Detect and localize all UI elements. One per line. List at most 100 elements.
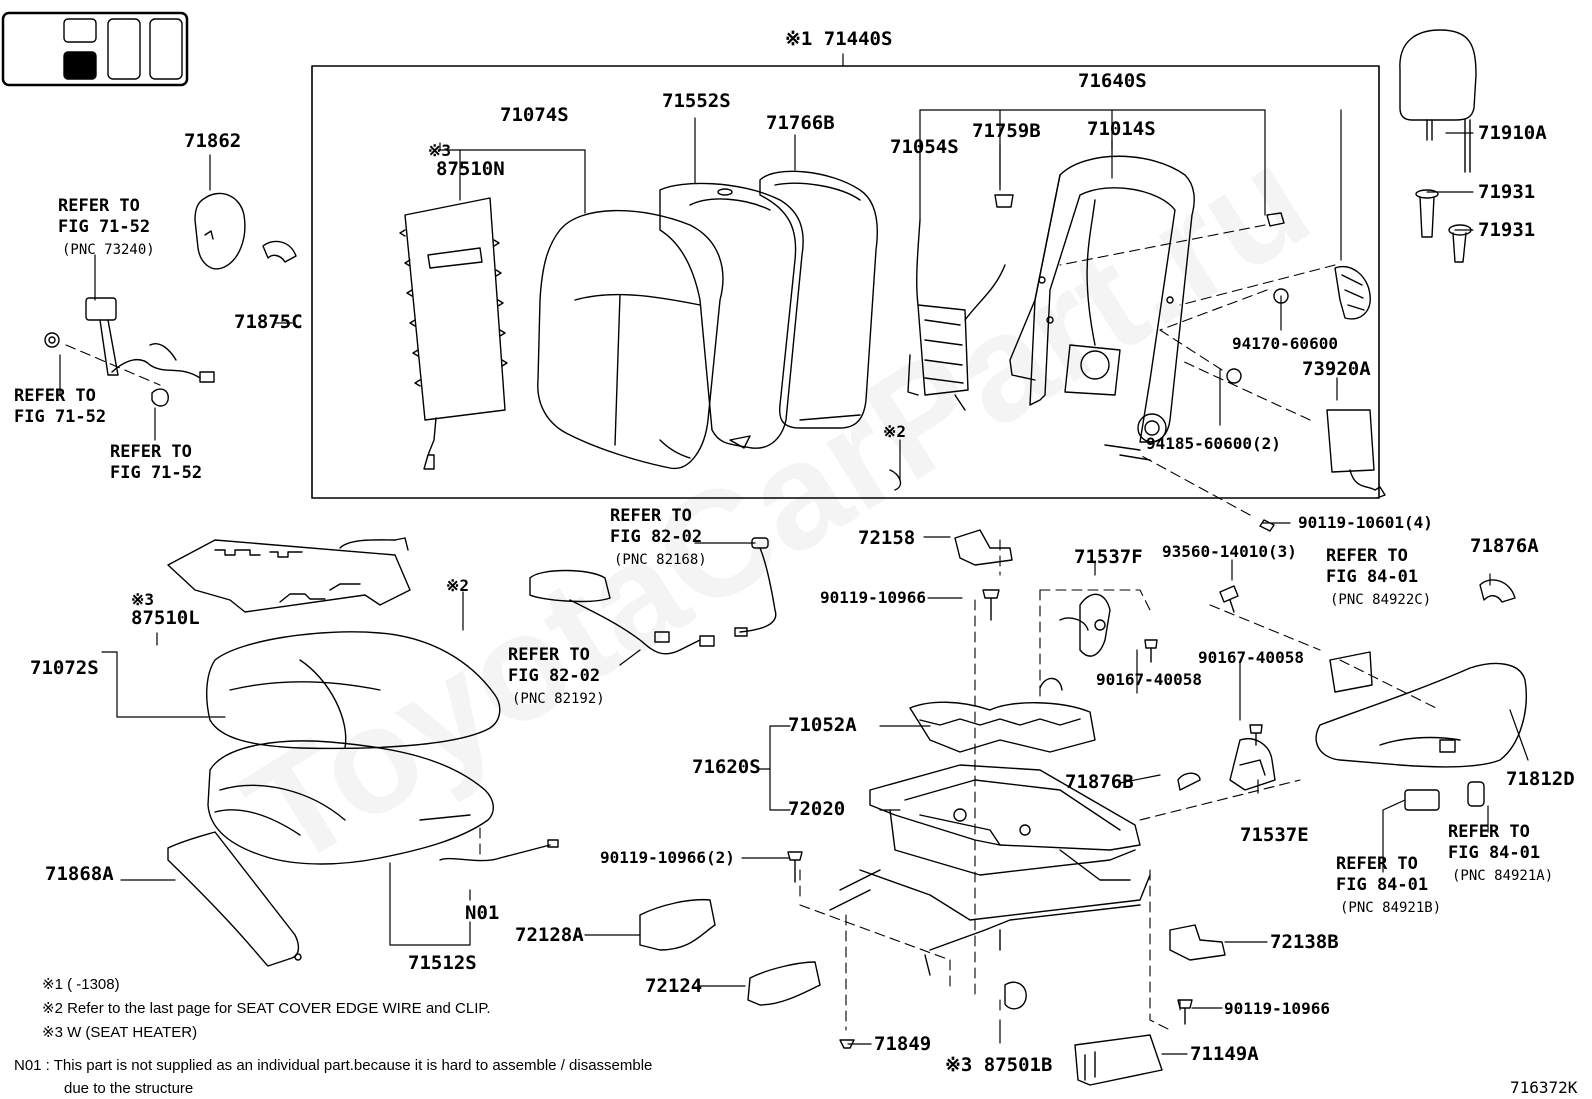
bracket-72138B-drawing (1169, 924, 1226, 961)
cover-72124-drawing (747, 961, 821, 1006)
part-label-71862[interactable]: 71862 (184, 130, 242, 152)
part-label-71014S[interactable]: 71014S (1087, 118, 1156, 140)
seat-belt-buckle-drawing (44, 297, 215, 407)
part-label-90119-10966-2[interactable]: 90119-10966(2) (600, 848, 735, 867)
cover-71875C-drawing (262, 240, 297, 263)
footnote-n01: N01 : This part is not supplied as an in… (14, 1057, 653, 1074)
part-label-71876B[interactable]: 71876B (1065, 771, 1134, 793)
seatback-cover-drawing (659, 182, 804, 449)
part-label-72138B[interactable]: 72138B (1270, 931, 1339, 953)
part-label-90167-40058-b[interactable]: 90167-40058 (1198, 648, 1304, 667)
part-label-87501B[interactable]: ※3 87501B (945, 1054, 1053, 1076)
refer-pnc-84921B: (PNC 84921B) (1340, 900, 1442, 916)
part-label-71766B[interactable]: 71766B (766, 112, 835, 134)
part-label-71931-b[interactable]: 71931 (1478, 219, 1536, 241)
part-label-87510N[interactable]: 87510N (436, 158, 505, 180)
sensor-87501B-drawing (1004, 981, 1027, 1010)
bracket-72158-drawing (954, 529, 1013, 566)
part-label-94170-60600[interactable]: 94170-60600 (1232, 334, 1338, 353)
part-label-71640S[interactable]: 71640S (1078, 70, 1147, 92)
part-label-71868A[interactable]: 71868A (45, 863, 114, 885)
part-label-72020[interactable]: 72020 (788, 798, 846, 820)
cover-72128A-drawing (639, 898, 716, 951)
refer-pnc-82192: (PNC 82192) (512, 691, 605, 707)
seat-frame-drawing (829, 764, 1151, 976)
seat-spring-drawing (909, 677, 1096, 753)
fastener-parts-drawing (787, 585, 1263, 1049)
part-label-90119-10601[interactable]: 90119-10601(4) (1298, 513, 1433, 532)
refer-to-fig-71-52-anchor[interactable]: REFER TO FIG 71-52 (14, 386, 107, 427)
headrest-guide-2-drawing (1448, 224, 1472, 263)
bracket-71537F-drawing (1059, 593, 1111, 657)
part-label-73920A[interactable]: 73920A (1302, 358, 1371, 380)
seatback-assembly-frame (311, 65, 1380, 499)
part-label-71512S[interactable]: 71512S (408, 952, 477, 974)
part-label-71876A[interactable]: 71876A (1470, 535, 1539, 557)
part-label-71849[interactable]: 71849 (874, 1033, 932, 1055)
part-label-71440S[interactable]: ※1 71440S (785, 28, 893, 50)
part-label-87510N-mark: ※3 (428, 141, 452, 160)
seat-position-icon (1, 11, 189, 87)
cover-71876A-drawing (1479, 579, 1516, 603)
part-label-N01[interactable]: N01 (465, 902, 500, 924)
part-label-71931-a[interactable]: 71931 (1478, 181, 1536, 203)
assembly-guide-lines (65, 224, 1441, 1031)
part-label-93560-14010[interactable]: 93560-14010(3) (1162, 542, 1297, 561)
leader-lines (59, 53, 1529, 1055)
part-label-71054S[interactable]: 71054S (890, 136, 959, 158)
cover-71149A-drawing (1074, 1034, 1163, 1086)
part-label-71620S[interactable]: 71620S (692, 756, 761, 778)
lumbar-support-drawing (907, 219, 1006, 411)
part-label-71537E[interactable]: 71537E (1240, 824, 1309, 846)
part-label-72158[interactable]: 72158 (858, 527, 916, 549)
footnote-n01-continued: due to the structure (64, 1080, 194, 1097)
part-label-71875C[interactable]: 71875C (234, 311, 303, 333)
part-label-71812D[interactable]: 71812D (1506, 768, 1575, 790)
part-label-71072S[interactable]: 71072S (30, 657, 99, 679)
seat-cushion-cover-drawing (206, 631, 501, 750)
seat-cushion-pad-drawing (207, 740, 494, 865)
part-label-87510L[interactable]: 87510L (131, 607, 200, 629)
part-label-71759B[interactable]: 71759B (972, 120, 1041, 142)
refer-to-fig-82-02-lower[interactable]: REFER TO FIG 82-02 (508, 645, 601, 686)
wire-harness-drawing (529, 537, 777, 655)
part-label-90119-10966-a[interactable]: 90119-10966 (820, 588, 926, 607)
part-label-90119-10966-b[interactable]: 90119-10966 (1224, 999, 1330, 1018)
part-label-71074S[interactable]: 71074S (500, 104, 569, 126)
footnote-2: ※2 Refer to the last page for SEAT COVER… (42, 1000, 491, 1017)
part-label-71149A[interactable]: 71149A (1190, 1043, 1259, 1065)
bracket-71537E-drawing (1229, 738, 1276, 791)
headrest-guide-1-drawing (1415, 189, 1439, 238)
part-label-72124[interactable]: 72124 (645, 975, 703, 997)
seat-cushion-heater-mat-drawing (167, 537, 411, 613)
refer-pnc-84921A: (PNC 84921A) (1452, 868, 1554, 884)
part-label-90167-40058-a[interactable]: 90167-40058 (1096, 670, 1202, 689)
part-label-71910A[interactable]: 71910A (1478, 122, 1547, 144)
part-label-87510L-mark: ※3 (131, 590, 155, 609)
refer-to-fig-84-01-switch[interactable]: REFER TO FIG 84-01 (1326, 546, 1419, 587)
part-label-72128A[interactable]: 72128A (515, 924, 584, 946)
seat-side-shield-drawing (1315, 662, 1527, 768)
seatback-pad-drawing (537, 209, 724, 470)
seatback-frame-drawing (1009, 155, 1195, 461)
part-label-71552S[interactable]: 71552S (662, 90, 731, 112)
part-label-71052A[interactable]: 71052A (788, 714, 857, 736)
footnote-3: ※3 W (SEAT HEATER) (42, 1024, 198, 1041)
refer-to-fig-71-52-belt[interactable]: REFER TO FIG 71-52 (58, 196, 151, 237)
part-label-94185-60600[interactable]: 94185-60600(2) (1146, 434, 1281, 453)
refer-pnc-84922C: (PNC 84922C) (1330, 592, 1432, 608)
part-label-71537F[interactable]: 71537F (1074, 546, 1143, 568)
back-clip-parts-drawing (889, 194, 1386, 532)
seatback-rear-board-drawing (759, 170, 879, 429)
headrest-drawing (1399, 29, 1477, 173)
front-cover-71868A-drawing (167, 831, 302, 967)
seat-heater-wire-drawing (439, 839, 559, 862)
refer-to-fig-82-02-upper[interactable]: REFER TO FIG 82-02 (610, 506, 703, 547)
refer-to-fig-71-52-cover[interactable]: REFER TO FIG 71-52 (110, 442, 203, 483)
switch-parts-drawing (1329, 651, 1485, 811)
refer-to-fig-84-01-knob-b[interactable]: REFER TO FIG 84-01 (1336, 854, 1429, 895)
note-mark-2-back: ※2 (883, 422, 907, 441)
refer-to-fig-84-01-knob-a[interactable]: REFER TO FIG 84-01 (1448, 822, 1541, 863)
